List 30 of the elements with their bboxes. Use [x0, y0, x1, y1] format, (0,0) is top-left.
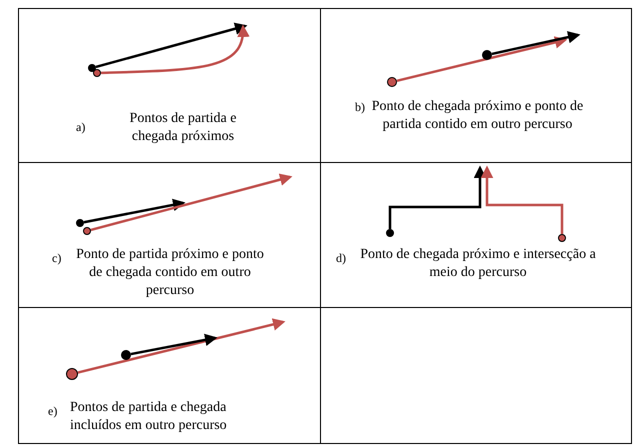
point-dot	[121, 350, 131, 360]
arrow	[90, 174, 292, 232]
arrow	[96, 22, 248, 68]
point-dot	[88, 64, 96, 72]
point-dot	[482, 50, 492, 60]
caption: Ponto de chegada próximo e intersecção a meio do percurso	[359, 246, 597, 282]
arrow	[78, 318, 286, 374]
panel-letter: d)	[336, 250, 346, 267]
point-dot	[558, 234, 566, 242]
arrow	[100, 24, 249, 74]
caption: Pontos de partida e chegada incluídos em outro percurso	[70, 399, 228, 435]
point-dot	[387, 77, 397, 87]
arrow	[396, 36, 568, 82]
caption: Ponto de partida próximo e ponto de chegada contido em outro percurso	[75, 246, 265, 300]
arrow	[480, 166, 564, 234]
arrow	[388, 166, 486, 229]
point-dot	[66, 368, 78, 380]
arrow	[492, 31, 580, 56]
point-dot	[93, 69, 101, 77]
point-dot	[76, 219, 84, 227]
panel-letter: e)	[48, 403, 58, 420]
arrow	[130, 334, 218, 356]
arrow	[84, 198, 186, 224]
point-dot	[83, 227, 91, 235]
caption: Pontos de partida e chegada próximos	[128, 110, 238, 146]
caption: Ponto de chegada próximo e ponto de partida contido em outro percurso	[370, 98, 584, 134]
panel-letter: b)	[355, 99, 365, 116]
panel-letter: c)	[52, 250, 62, 267]
point-dot	[386, 229, 394, 237]
panel-letter: a)	[76, 119, 86, 136]
